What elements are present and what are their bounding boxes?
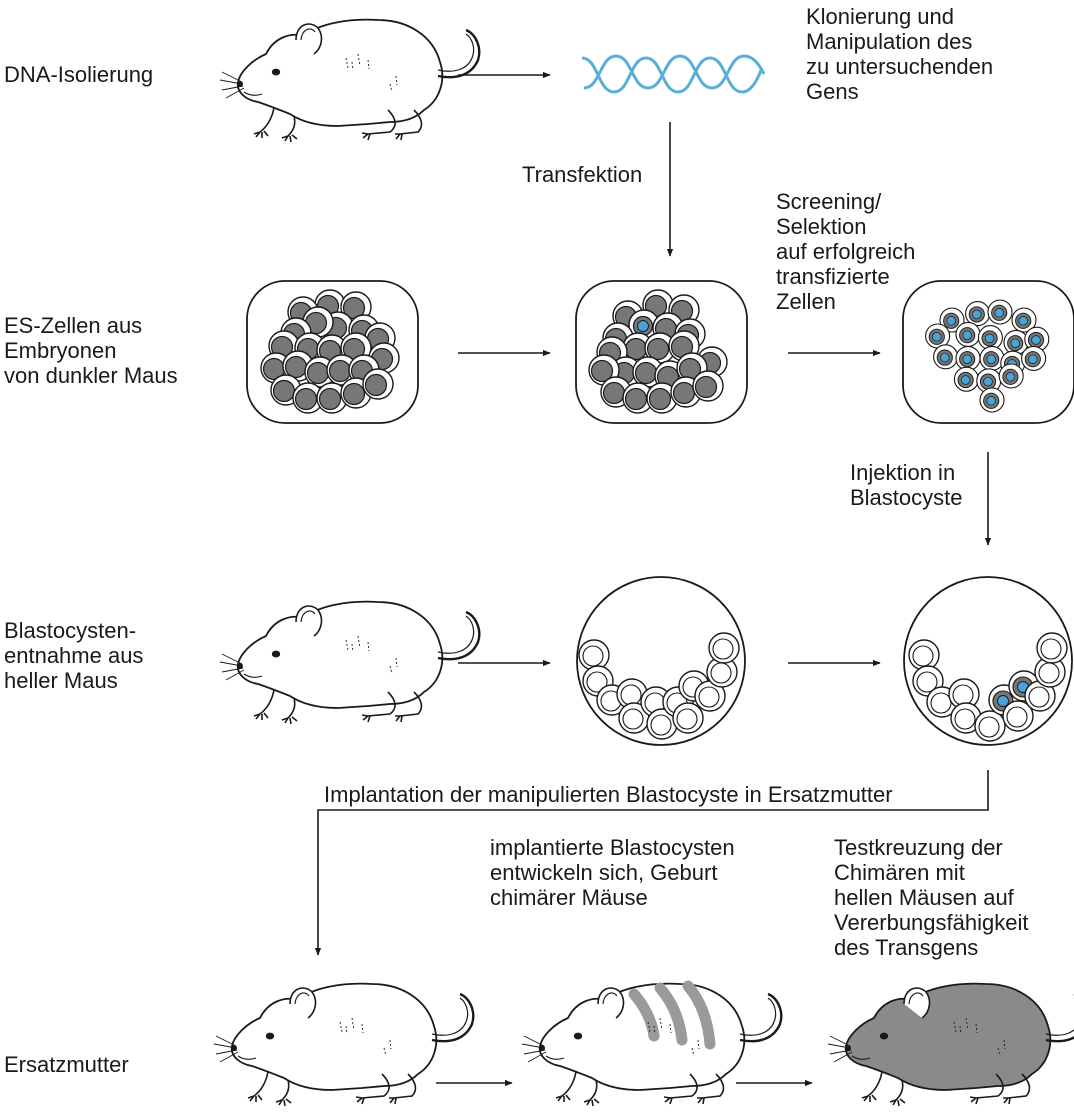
dna-helix-icon [581, 54, 766, 94]
mouse-icon [218, 18, 481, 144]
blastocyst-icon [576, 576, 746, 746]
cell-culture-dish-icon [246, 280, 419, 424]
label-es-cells: ES-Zellen aus Embryonen von dunkler Maus [4, 313, 178, 388]
mouse-icon [826, 982, 1074, 1108]
label-cloning: Klonierung und Manipulation des zu unter… [806, 4, 994, 104]
label-surrogate: Ersatzmutter [4, 1052, 129, 1077]
label-chimeras: implantierte Blastocysten entwickeln sic… [490, 835, 735, 910]
label-injection: Injektion in Blastocyste [850, 460, 963, 510]
label-testcross: Testkreuzung der Chimären mit hellen Mäu… [834, 835, 1029, 960]
label-blastocyst-removal: Blastocysten- entnahme aus heller Maus [4, 618, 144, 693]
cell-culture-dish-icon [575, 280, 748, 424]
blastocyst-icon [903, 576, 1073, 746]
label-dna-isolation: DNA-Isolierung [4, 62, 154, 87]
arrow-icon [314, 770, 989, 956]
cell-culture-dish-icon [902, 280, 1074, 424]
label-screening: Screening/ Selektion auf erfolgreich tra… [776, 189, 916, 314]
label-implantation: Implantation der manipulierten Blastocys… [324, 782, 893, 807]
mouse-icon [212, 982, 475, 1108]
mouse-icon [520, 980, 783, 1108]
mouse-icon [218, 600, 481, 726]
label-transfection: Transfektion [522, 162, 643, 187]
